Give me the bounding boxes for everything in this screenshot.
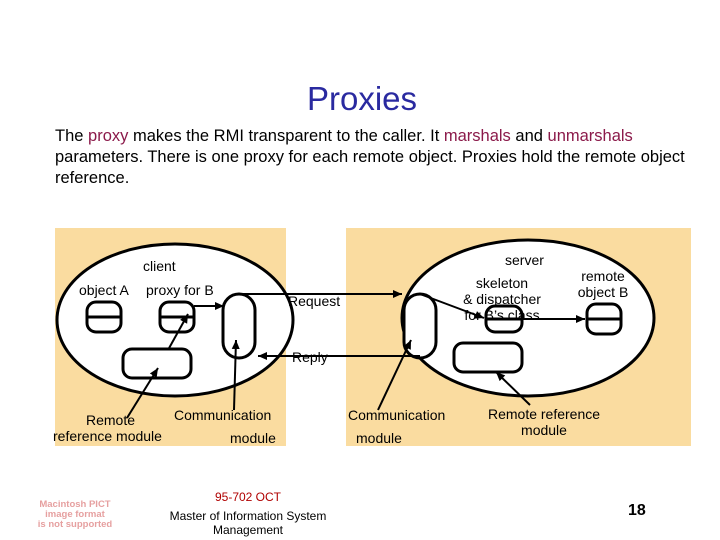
client-remote-ref-label-1: Remote xyxy=(86,412,136,428)
remote-object-b-icon xyxy=(585,302,623,336)
refmodule-to-proxy-arrow xyxy=(167,313,189,351)
client-comm-label-2: module xyxy=(230,430,276,446)
client-remote-ref-label-2: reference module xyxy=(53,428,162,444)
client-remote-reference-module-box xyxy=(121,347,193,380)
body-text-segment: The xyxy=(55,127,89,145)
server-communication-module-pill xyxy=(402,292,438,360)
server-refmodule-pointer xyxy=(495,371,531,406)
client-comm-pointer xyxy=(231,339,240,411)
body-text-segment: parameters. There is one proxy for each … xyxy=(55,148,685,187)
comm-to-skeleton-arrow xyxy=(419,293,485,319)
remote-object-b-label: remote object B xyxy=(577,268,629,300)
proxy-for-b-icon xyxy=(158,300,196,334)
page-number: 18 xyxy=(628,502,646,519)
server-label: server xyxy=(505,252,544,268)
skeleton-dispatcher-label: skeleton & dispatcher for B’s class xyxy=(463,275,541,323)
server-comm-label-2: module xyxy=(356,430,402,446)
reply-label: Reply xyxy=(292,349,328,365)
slide-body-text: The proxy makes the RMI transparent to t… xyxy=(55,126,695,189)
client-comm-label-1: Communication xyxy=(174,407,272,423)
client-refmodule-pointer xyxy=(126,367,159,419)
highlighted-term: marshals xyxy=(443,127,511,145)
server-comm-pointer xyxy=(377,339,412,411)
footer-course: 95-702 OCT Master of Information System … xyxy=(169,490,327,537)
client-communication-module-pill xyxy=(221,292,257,360)
request-label: Request xyxy=(288,293,341,309)
server-remote-reference-module-box xyxy=(452,341,524,374)
highlighted-term: proxy xyxy=(88,127,129,145)
body-text-segment: makes the RMI transparent to the caller.… xyxy=(128,127,444,145)
proxy-for-b-label: proxy for B xyxy=(146,282,214,298)
object-a-icon xyxy=(85,300,123,334)
server-comm-label-1: Communication xyxy=(348,407,446,423)
highlighted-term: unmarshals xyxy=(547,127,633,145)
client-label: client xyxy=(143,258,176,274)
pict-placeholder: Macintosh PICT image format is not suppo… xyxy=(37,499,113,530)
server-remote-ref-label: Remote reference module xyxy=(487,406,601,438)
object-a-label: object A xyxy=(79,282,129,298)
body-text-segment: and xyxy=(510,127,548,145)
